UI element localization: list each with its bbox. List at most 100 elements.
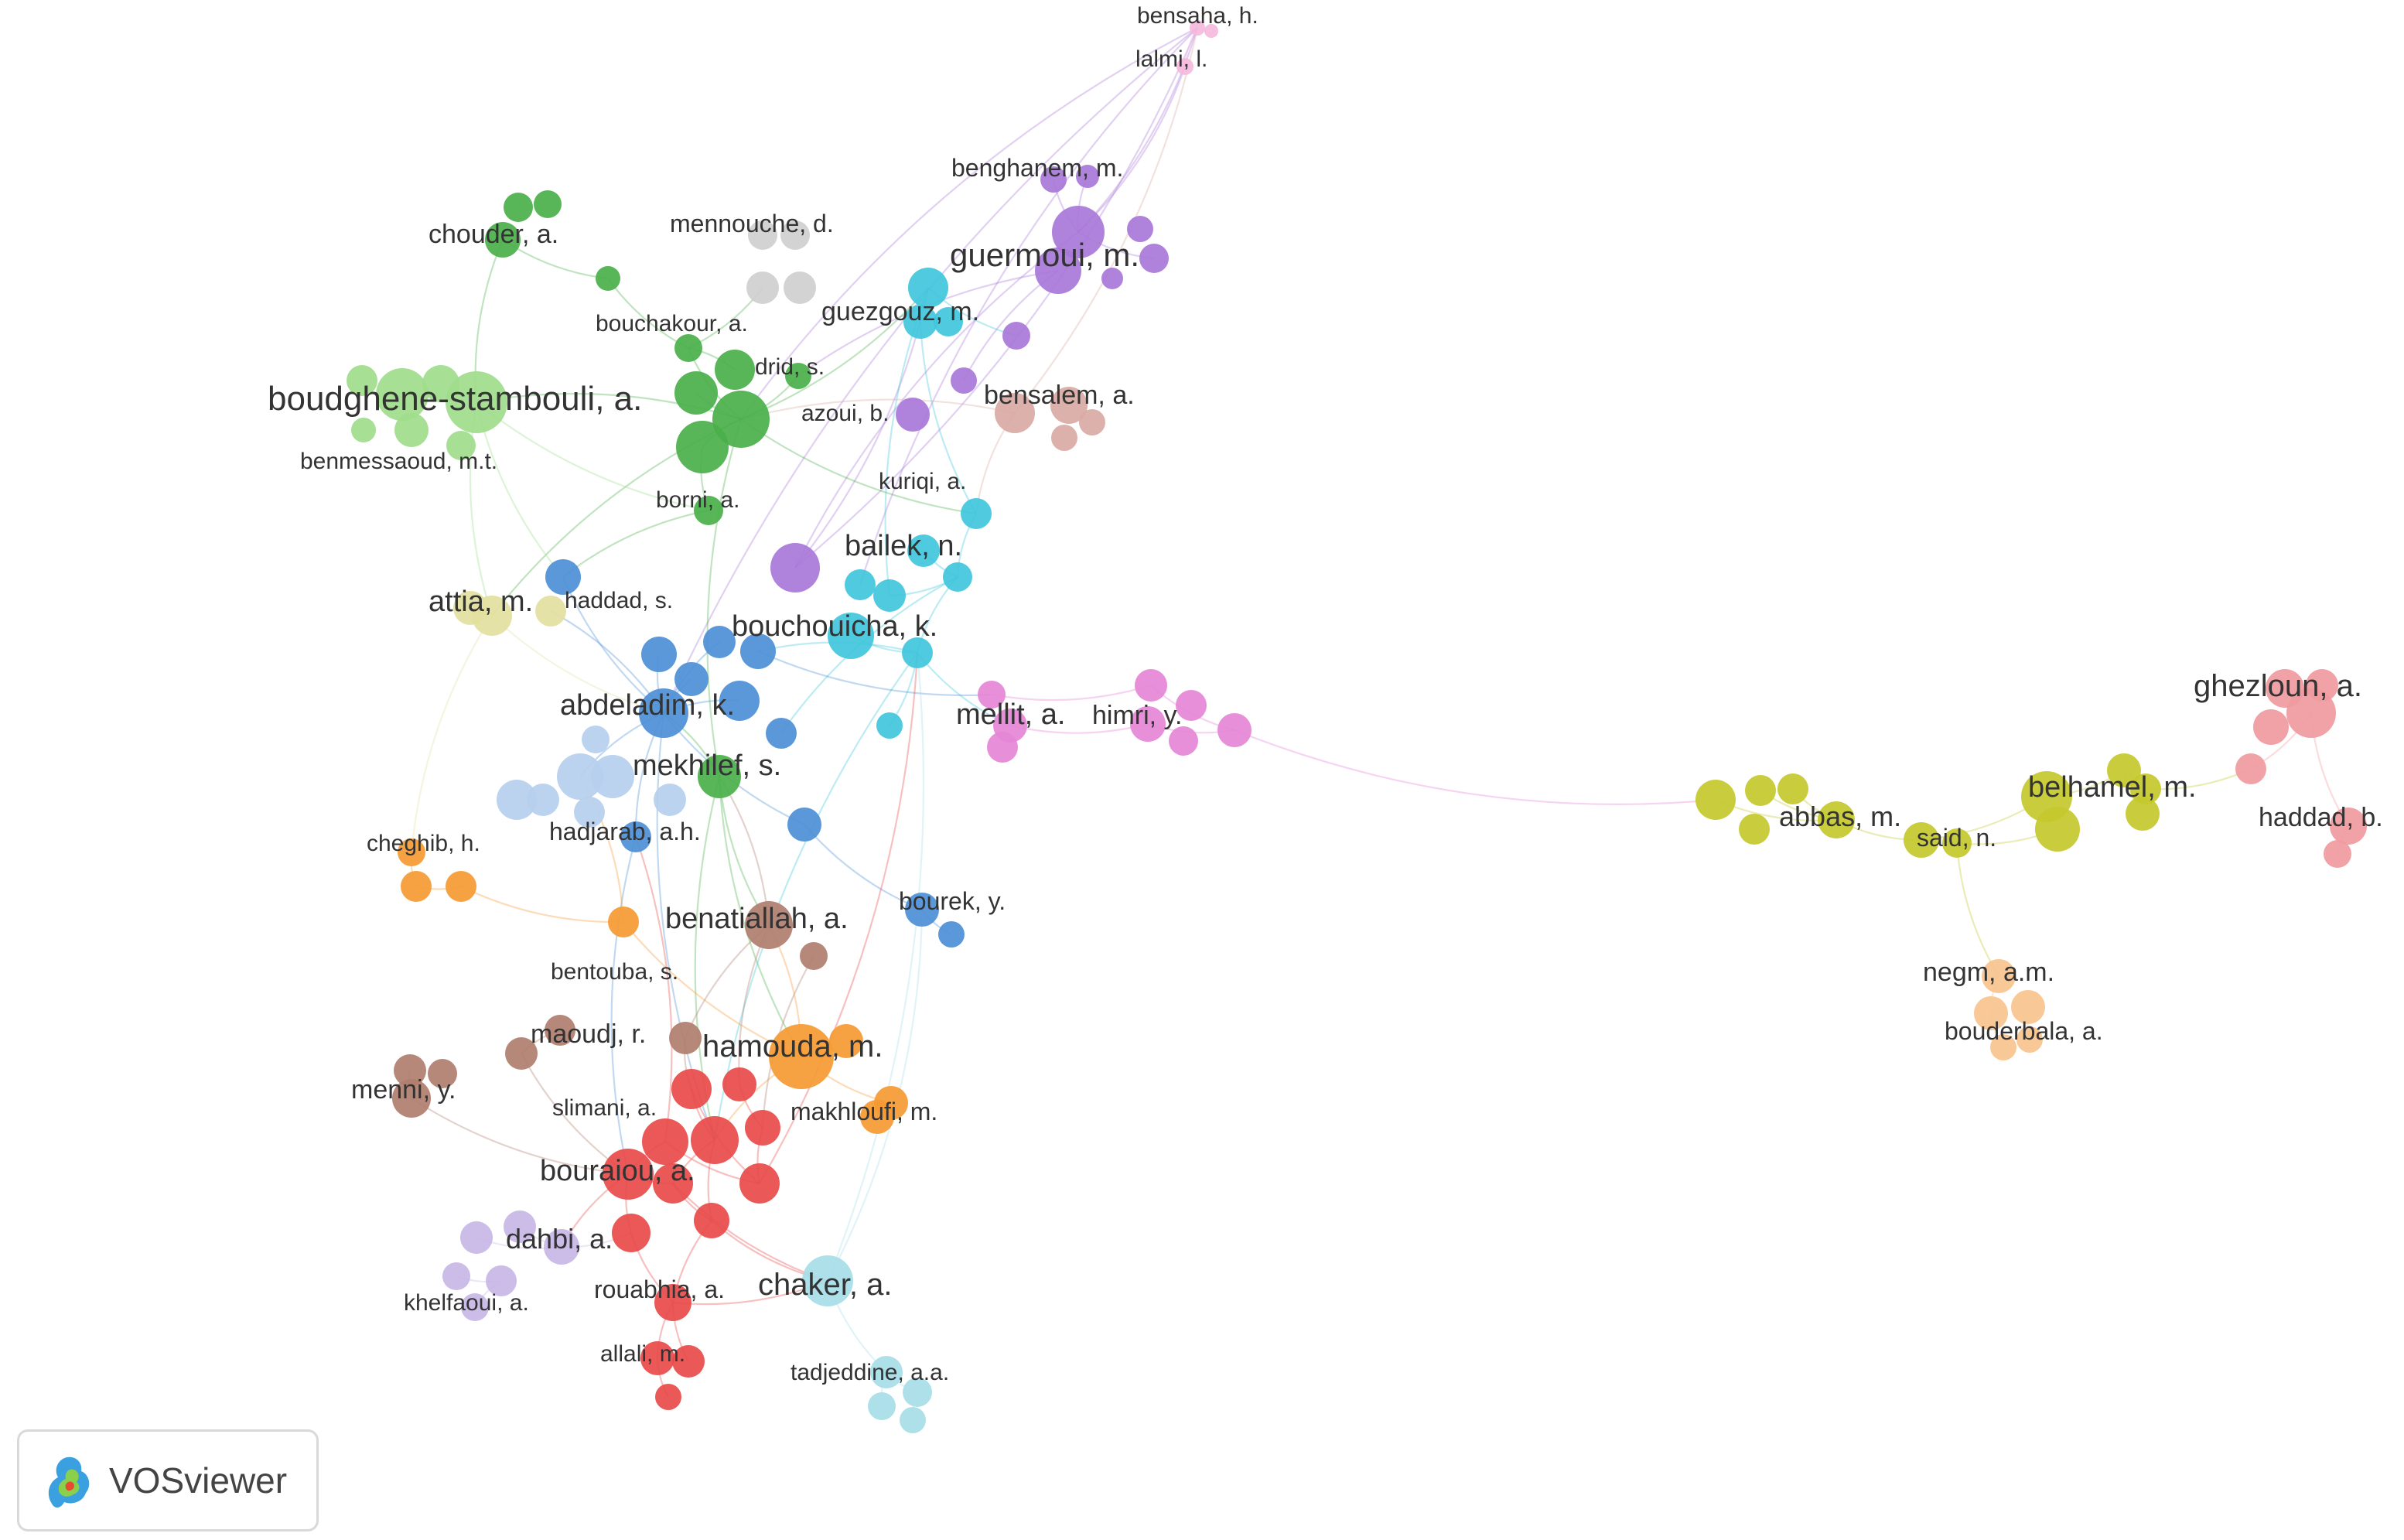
author-node-red[interactable]: [640, 1341, 674, 1375]
author-label[interactable]: maoudj, r.: [531, 1019, 646, 1049]
author-label[interactable]: said, n.: [1917, 824, 1996, 852]
author-node-cyan[interactable]: [908, 268, 948, 308]
author-node-blue[interactable]: [905, 893, 939, 927]
author-node-purple[interactable]: [770, 543, 820, 592]
author-label[interactable]: kuriqi, a.: [879, 469, 966, 494]
author-node-red[interactable]: [655, 1384, 681, 1410]
author-label[interactable]: haddad, b.: [2259, 803, 2383, 832]
author-node-lightgreen[interactable]: [347, 365, 377, 396]
author-label[interactable]: bouderbala, a.: [1945, 1017, 2103, 1045]
author-node-cyan[interactable]: [934, 307, 963, 336]
author-node-purple[interactable]: [951, 367, 977, 394]
author-label[interactable]: guermoui, m.: [950, 237, 1139, 273]
author-node-green[interactable]: [674, 371, 718, 415]
author-node-green[interactable]: [534, 190, 562, 218]
author-node-brown[interactable]: [545, 1015, 575, 1046]
author-node-green[interactable]: [596, 266, 620, 291]
author-node-lightpink[interactable]: [1190, 20, 1205, 36]
author-node-lightblue[interactable]: [497, 780, 537, 820]
author-node-purple[interactable]: [1052, 206, 1105, 258]
author-label[interactable]: khelfaoui, a.: [404, 1290, 529, 1316]
author-node-rose[interactable]: [2253, 709, 2289, 745]
author-node-lightpurple[interactable]: [442, 1262, 470, 1290]
author-node-brown[interactable]: [745, 901, 793, 949]
author-node-mauve[interactable]: [1050, 387, 1088, 424]
author-node-rose[interactable]: [2330, 808, 2367, 845]
author-node-lightpurple[interactable]: [460, 1221, 493, 1254]
author-node-purple[interactable]: [896, 398, 930, 432]
author-label[interactable]: negm, a.m.: [1923, 958, 2054, 987]
author-node-lightpurple[interactable]: [544, 1229, 579, 1265]
author-label[interactable]: benmessaoud, m.t.: [300, 449, 497, 474]
author-label[interactable]: bailek, n.: [845, 530, 962, 562]
author-node-green[interactable]: [712, 391, 770, 448]
author-node-blue[interactable]: [766, 718, 797, 749]
author-label[interactable]: bouchakour, a.: [596, 311, 748, 336]
author-node-paleyellow[interactable]: [472, 596, 512, 636]
author-node-pink[interactable]: [1130, 706, 1166, 742]
author-label[interactable]: haddad, s.: [565, 588, 673, 613]
author-node-red[interactable]: [722, 1067, 756, 1101]
author-node-orange[interactable]: [829, 1024, 863, 1058]
author-node-orange[interactable]: [446, 871, 476, 902]
author-node-peach[interactable]: [1982, 959, 2016, 993]
author-node-yellow[interactable]: [2126, 797, 2160, 831]
author-node-red[interactable]: [654, 1284, 691, 1321]
author-node-cyan[interactable]: [876, 712, 903, 739]
author-label[interactable]: abdeladim, k.: [560, 689, 735, 722]
author-label[interactable]: chaker, a.: [758, 1268, 892, 1302]
author-node-lightgreen[interactable]: [351, 418, 376, 442]
author-node-blue[interactable]: [938, 921, 965, 948]
author-node-red[interactable]: [739, 1163, 780, 1204]
author-node-peach[interactable]: [1990, 1034, 2016, 1060]
author-label[interactable]: dahbi, a.: [506, 1223, 613, 1255]
author-node-grey[interactable]: [748, 220, 777, 250]
author-node-blue[interactable]: [740, 633, 776, 669]
author-node-green[interactable]: [785, 363, 811, 389]
author-node-cyan[interactable]: [902, 637, 933, 668]
author-node-lightblue[interactable]: [527, 784, 559, 816]
author-node-blue[interactable]: [787, 808, 821, 842]
author-node-red[interactable]: [603, 1149, 654, 1200]
author-node-purple[interactable]: [1076, 165, 1099, 188]
author-node-mauve[interactable]: [1079, 409, 1105, 435]
author-node-lightblue[interactable]: [654, 784, 686, 816]
author-node-lightpink[interactable]: [1176, 58, 1193, 75]
author-node-lightblue[interactable]: [574, 797, 605, 828]
author-label[interactable]: mekhilef, s.: [633, 750, 781, 782]
author-node-rose[interactable]: [2235, 753, 2266, 784]
author-node-grey[interactable]: [746, 271, 779, 304]
author-node-red[interactable]: [672, 1345, 705, 1378]
author-node-red[interactable]: [671, 1069, 712, 1109]
author-node-green[interactable]: [694, 496, 723, 525]
author-node-peach[interactable]: [2016, 1026, 2043, 1053]
author-node-green[interactable]: [715, 350, 755, 390]
author-node-cyan[interactable]: [907, 534, 940, 567]
author-label[interactable]: hadjarab, a.h.: [549, 818, 701, 845]
author-node-grey[interactable]: [780, 220, 810, 250]
author-node-lightgreen[interactable]: [394, 413, 429, 447]
author-node-cyan[interactable]: [828, 613, 874, 659]
author-node-lightgreen[interactable]: [376, 368, 429, 421]
author-node-yellow[interactable]: [1818, 801, 1855, 838]
author-node-yellow[interactable]: [2130, 773, 2161, 804]
author-node-yellow[interactable]: [2035, 807, 2080, 852]
author-node-red[interactable]: [612, 1214, 651, 1252]
author-node-yellow[interactable]: [1942, 828, 1972, 858]
author-node-purple[interactable]: [1127, 216, 1153, 242]
author-node-lightblue[interactable]: [582, 726, 610, 753]
author-node-mauve[interactable]: [995, 393, 1035, 433]
author-label[interactable]: bouraiou, a.: [540, 1155, 695, 1187]
author-node-orange[interactable]: [769, 1024, 834, 1089]
author-label[interactable]: bourek, y.: [899, 887, 1006, 915]
author-label[interactable]: benghanem, m.: [951, 154, 1123, 182]
author-label[interactable]: rouabhia, a.: [594, 1275, 725, 1303]
author-node-brown[interactable]: [392, 1079, 431, 1118]
author-node-yellow[interactable]: [1739, 814, 1770, 845]
author-node-paleyellow[interactable]: [535, 596, 566, 627]
author-node-green[interactable]: [504, 193, 533, 222]
author-label[interactable]: mennouche, d.: [670, 210, 834, 237]
author-node-purple[interactable]: [1002, 322, 1030, 350]
author-node-blue[interactable]: [719, 681, 760, 721]
author-label[interactable]: borni, a.: [656, 487, 739, 513]
